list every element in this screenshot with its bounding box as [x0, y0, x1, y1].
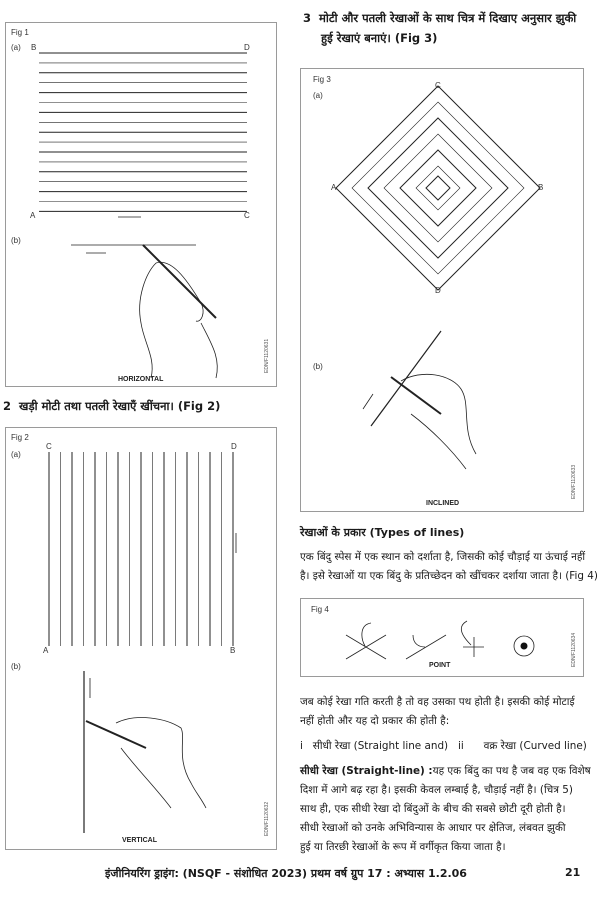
text-line: नहीं होती और यह दो प्रकार की होती है:: [300, 715, 450, 727]
point-dot: [520, 642, 528, 650]
text-line: हुई या तिरछी रेखाओं के रूप में वर्गीकृत …: [300, 841, 506, 853]
diamond-square: [367, 117, 509, 259]
figure-title: Fig 4: [311, 605, 329, 614]
figure-caption: INCLINED: [426, 500, 460, 507]
diamond-square: [425, 175, 451, 201]
pointer-curve: [460, 620, 472, 646]
diamond-square: [383, 133, 493, 243]
section-title-line: मोटी और पतली रेखाओं के साथ चित्र में दिख…: [319, 11, 577, 25]
point-label: B: [230, 646, 236, 655]
point-label: A: [331, 183, 337, 192]
figure-title: Fig 2: [11, 433, 29, 442]
text-line: जब कोई रेखा गति करती है तो वह उसका पथ हो…: [300, 696, 575, 708]
point-label: D: [244, 43, 250, 52]
point-label: D: [435, 286, 441, 295]
pencil: [142, 244, 217, 319]
figure-2: Fig 2 (a) C D A B (b) VERTICAL EDN/F1120…: [5, 427, 277, 850]
page-number: 21: [565, 866, 581, 879]
point-label: A: [43, 646, 49, 655]
point-label: C: [435, 81, 441, 90]
figure-title: Fig 1: [11, 28, 29, 37]
pencil: [85, 720, 147, 749]
hand-outline: [139, 261, 218, 379]
text-line: यह एक बिंदु का पथ है जब वह एक विशेष: [432, 765, 591, 777]
section-number: 2: [3, 399, 12, 413]
point-label: C: [46, 442, 52, 451]
figure-3: Fig 3 (a) C A B D (b) INCLINED EDN/F1120…: [300, 68, 584, 512]
text-line: है। इसे रेखाओं या एक बिंदु के प्रतिच्छेद…: [300, 570, 598, 582]
figure-title: Fig 3: [313, 75, 331, 84]
sub-label-b: (b): [11, 662, 21, 671]
sub-label-a: (a): [11, 43, 21, 52]
diamond-square: [351, 101, 525, 275]
figure-caption: VERTICAL: [122, 837, 157, 844]
figure-code: EDN/F1120633: [571, 464, 577, 499]
sub-label-a: (a): [313, 91, 323, 100]
footer-text: इंजीनियरिंग ड्राइंग: (NSQF - संशोधित 202…: [105, 867, 467, 880]
section-2-heading: 2 खड़ी मोटी तथा पतली रेखाएँ खींचना। (Fig…: [3, 396, 220, 416]
list-item: ii वक्र रेखा (Curved line): [458, 740, 587, 752]
sub-label-b: (b): [11, 236, 21, 245]
pointer-curve: [361, 622, 372, 647]
inclined-lines-drawing: [335, 85, 541, 470]
figure-4: Fig 4 POINT EDN/F1120634: [300, 598, 584, 677]
section-title-line: हुई रेखाएं बनाएं। (Fig 3): [321, 31, 438, 45]
figure-code: EDN/F1120632: [264, 801, 270, 836]
diamond-square: [415, 165, 461, 211]
text-line: दिशा में आगे बढ़ रहा है। इसकी केवल लम्बा…: [300, 784, 573, 796]
point-label: A: [30, 211, 36, 220]
text-line: एक बिंदु स्पेस में एक स्थान को दर्शाता ह…: [300, 551, 586, 563]
intersect-line: [345, 634, 387, 660]
sub-label-a: (a): [11, 450, 21, 459]
arrow-line: [362, 393, 374, 410]
paragraph-line: जब कोई रेखा गति करती है तो वह उसका पथ हो…: [300, 693, 598, 857]
pencil: [390, 376, 442, 415]
list-item: i सीधी रेखा (Straight line and): [300, 740, 449, 752]
section-3-heading: 3 मोटी और पतली रेखाओं के साथ चित्र में द…: [303, 8, 598, 48]
figure-caption: HORIZONTAL: [118, 376, 164, 383]
section-title: खड़ी मोटी तथा पतली रेखाएँ खींचना। (Fig 2…: [19, 399, 221, 413]
point-label: C: [244, 211, 250, 220]
horizontal-lines-drawing: [39, 52, 247, 379]
figure-1: Fig 1 (a) B D A C (b) HORIZONTAL EDN/F11…: [5, 22, 277, 387]
hand-outline: [400, 374, 477, 470]
pointer-curve: [412, 634, 426, 648]
line-types-list: i सीधी रेखा (Straight line and) ii वक्र …: [300, 737, 598, 756]
straight-line-term: सीधी रेखा (Straight-line) :: [300, 765, 433, 777]
text-line: साथ ही, एक सीधी रेखा दो बिंदुओं के बीच क…: [300, 803, 566, 815]
text-line: सीधी रेखाओं को उनके अभिविन्यास के आधार प…: [300, 822, 566, 834]
hand-outline: [115, 717, 207, 809]
figure-code: EDN/F1120634: [571, 632, 577, 667]
vertical-lines-drawing: [48, 452, 237, 833]
intersect-line: [405, 634, 447, 660]
paragraph-point: एक बिंदु स्पेस में एक स्थान को दर्शाता ह…: [300, 548, 598, 586]
point-circle: [513, 635, 535, 657]
point-label: D: [231, 442, 237, 451]
figure-caption: POINT: [429, 662, 451, 669]
diamond-square: [399, 149, 477, 227]
figure-code: EDN/F1120631: [264, 338, 270, 373]
types-of-lines-heading: रेखाओं के प्रकार (Types of lines): [300, 526, 465, 539]
point-label: B: [538, 183, 544, 192]
diamond-square: [335, 85, 541, 291]
section-number: 3: [303, 11, 312, 25]
point-drawing: [345, 620, 535, 660]
sub-label-b: (b): [313, 362, 323, 371]
point-label: B: [31, 43, 37, 52]
